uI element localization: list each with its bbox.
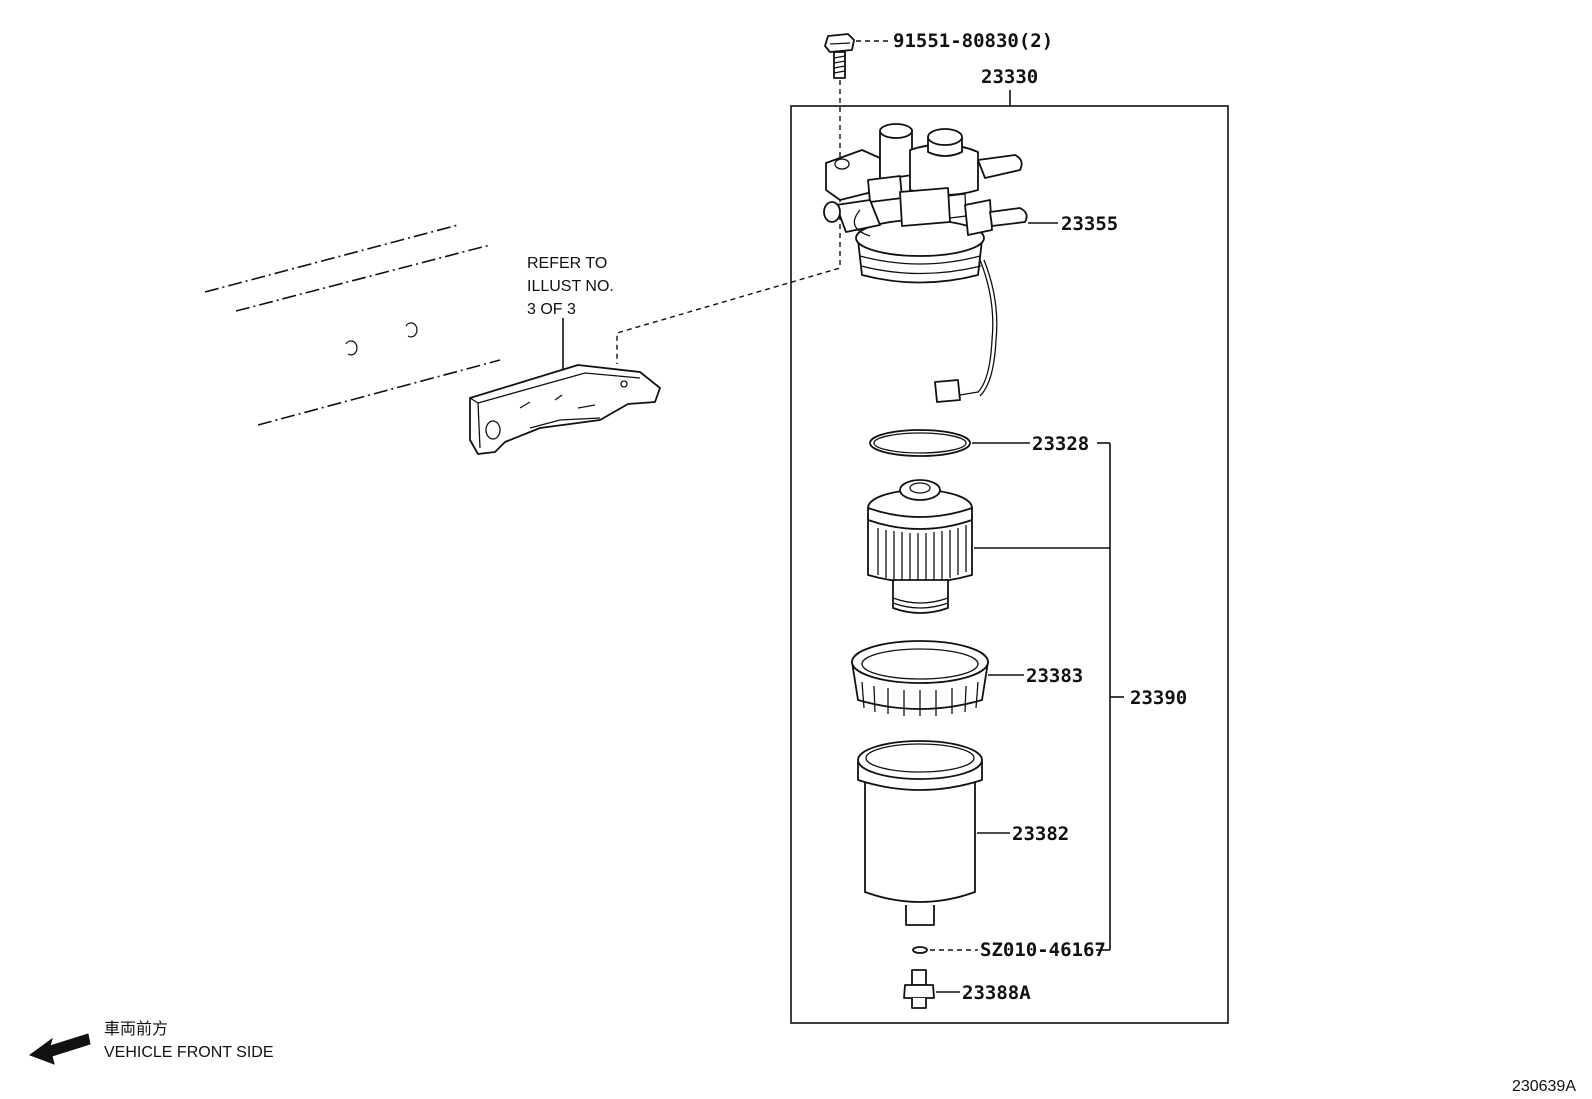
callout-gasket: SZ010-46167	[980, 939, 1106, 961]
callout-oring: 23328	[1032, 433, 1089, 455]
drain-plug-part	[903, 969, 960, 1009]
callout-outlet: 23355	[1061, 213, 1118, 235]
callout-ring-nut: 23383	[1026, 665, 1083, 687]
bolt-part	[824, 33, 890, 79]
alignment-lines	[562, 80, 841, 370]
refer-note-line1: REFER TO	[527, 255, 607, 272]
oring-part	[869, 429, 971, 457]
filter-element-part	[867, 479, 1110, 614]
refer-note: REFER TO ILLUST NO. 3 OF 3	[527, 255, 614, 318]
kit-bracket	[1096, 442, 1124, 951]
direction-label-jp: 車両前方	[104, 1020, 168, 1038]
callout-case: 23382	[1012, 823, 1069, 845]
gasket-part	[912, 946, 928, 954]
callout-assembly: 23330	[981, 66, 1038, 88]
filter-case-part	[857, 740, 1010, 926]
direction-label-en: VEHICLE FRONT SIDE	[104, 1044, 274, 1061]
callout-kit: 23390	[1130, 687, 1187, 709]
callout-drain-plug: 23388A	[962, 982, 1031, 1004]
assembly-box	[790, 105, 1229, 1024]
refer-note-line3: 3 OF 3	[527, 301, 576, 318]
arrow-left-icon	[28, 1033, 91, 1065]
direction-indicator: 車両前方 VEHICLE FRONT SIDE	[28, 1020, 274, 1065]
mounting-bracket	[469, 364, 661, 455]
refer-note-line2: ILLUST NO.	[527, 278, 614, 295]
filter-head-part	[823, 123, 1058, 403]
figure-id: 230639A	[1512, 1078, 1576, 1095]
ring-nut-part	[851, 640, 1024, 716]
callout-bolt: 91551-80830(2)	[893, 30, 1053, 52]
frame-rail	[204, 224, 501, 426]
